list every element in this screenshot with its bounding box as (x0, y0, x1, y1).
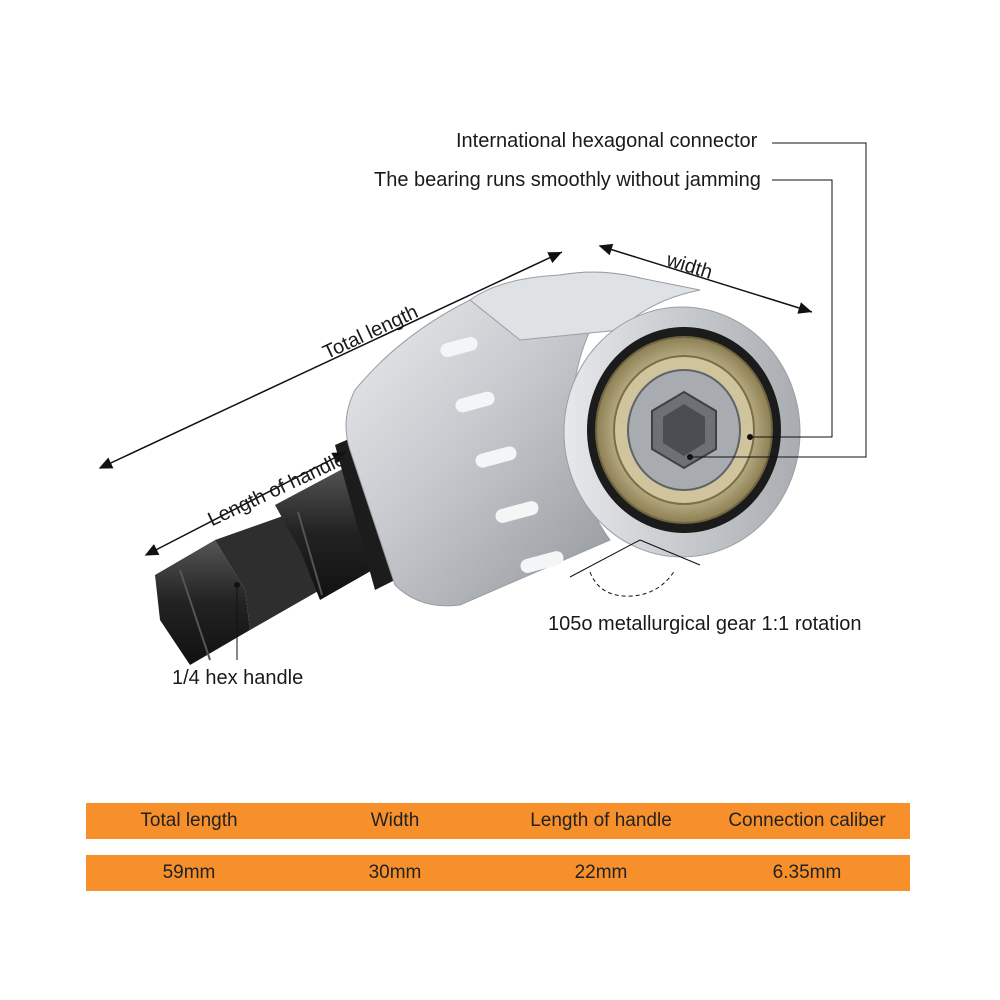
gear-angle-line-right (639, 539, 701, 566)
spec-header-width: Width (370, 810, 420, 831)
hex-connector-leader (690, 142, 867, 458)
spec-table-value-row: 59mm 30mm 22mm 6.35mm (86, 855, 910, 891)
hex-connector-label: International hexagonal connector (456, 130, 758, 152)
bearing-label: The bearing runs smoothly without jammin… (374, 169, 761, 191)
spec-table-header-row: Total length Width Length of handle Conn… (86, 803, 910, 839)
spec-value-total-length: 59mm (162, 862, 216, 883)
total-length-arrow (98, 251, 563, 469)
handle-length-arrow (144, 451, 347, 556)
spec-value-width: 30mm (368, 862, 422, 883)
spec-header-handle-length: Length of handle (530, 810, 672, 831)
spec-header-connection-caliber: Connection caliber (728, 810, 886, 831)
bearing-leader (750, 179, 833, 438)
gear-angle-line-left (569, 539, 641, 578)
hex-handle-label: 1/4 hex handle (172, 667, 304, 689)
gear-angle-arc (589, 569, 676, 597)
spec-header-total-length: Total length (140, 810, 238, 831)
width-arrow (598, 243, 813, 314)
gear-label: 105o metallurgical gear 1:1 rotation (548, 613, 862, 635)
spec-value-handle-length: 22mm (574, 862, 628, 883)
spec-value-connection-caliber: 6.35mm (772, 862, 842, 883)
